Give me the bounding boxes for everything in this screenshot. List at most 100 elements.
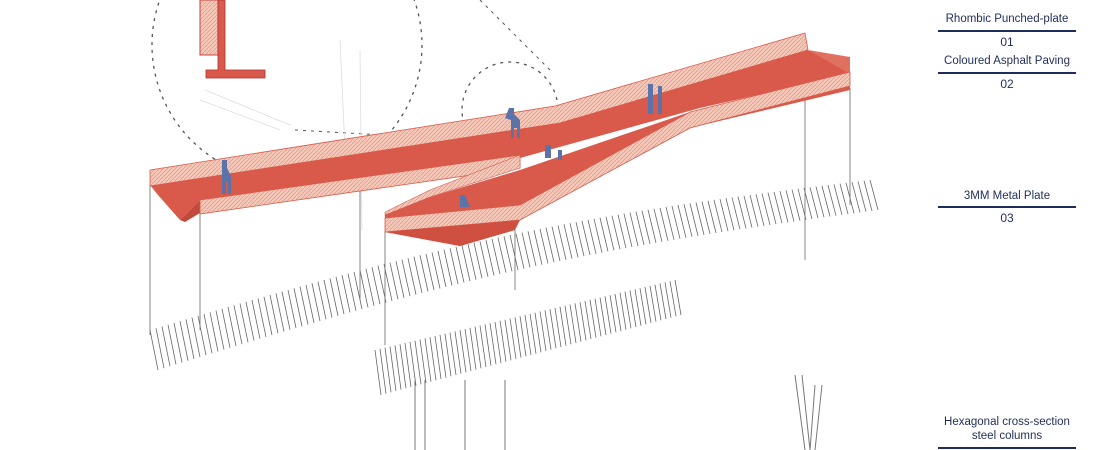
lattice-rib <box>263 296 273 336</box>
lattice-rib <box>437 250 447 288</box>
lattice-rib <box>599 217 609 252</box>
lattice-rib <box>479 241 489 277</box>
lattice-rib <box>311 283 321 322</box>
lattice-rib <box>713 199 723 233</box>
lattice-rib <box>749 194 759 227</box>
lattice-rib <box>275 293 285 332</box>
lattice-rib <box>444 333 452 377</box>
lattice-rib <box>605 216 615 251</box>
human-figures <box>222 84 662 207</box>
lattice-rib <box>399 344 407 389</box>
lattice-rib <box>401 259 411 297</box>
lattice-rib <box>167 324 177 365</box>
lattice-rib <box>634 289 642 326</box>
lattice-rib <box>839 183 849 215</box>
lattice-rib <box>539 311 547 352</box>
lattice-rib <box>389 346 397 392</box>
lattice-rib <box>609 295 617 333</box>
lattice-rib <box>557 225 567 260</box>
lattice-rib <box>395 261 405 298</box>
main-deck <box>149 32 850 222</box>
lattice-rib <box>647 209 657 243</box>
lattice-rib <box>785 190 795 222</box>
lattice-rib <box>809 187 819 219</box>
lattice-rib <box>479 325 487 368</box>
lattice-rib <box>554 307 562 348</box>
lattice-rib <box>533 230 543 265</box>
lattice-rib <box>404 342 412 388</box>
lattice-rib <box>545 227 555 263</box>
lattice-rib <box>551 226 561 262</box>
lattice-rib <box>509 234 519 271</box>
lattice-rib <box>529 313 537 354</box>
lattice-rib <box>593 218 603 253</box>
lattice-rib <box>455 246 465 283</box>
lattice-rib <box>317 281 327 320</box>
lattice-rib <box>323 279 333 318</box>
lattice-rib <box>674 279 682 316</box>
lattice-rib <box>419 339 427 384</box>
lattice-rib <box>203 314 213 354</box>
legend-label-rhombic-punched-plate: Rhombic Punched-plate <box>945 13 1069 25</box>
lattice-rib <box>611 215 621 250</box>
legend-number-03: 03 <box>1000 211 1014 225</box>
lattice-rib <box>574 303 582 342</box>
lattice-rib <box>299 286 309 325</box>
lattice-rib <box>454 331 462 374</box>
lattice-rib <box>443 249 453 286</box>
lattice-rib <box>559 306 567 346</box>
lattice-rib <box>773 191 783 224</box>
lattice-rib <box>564 305 572 345</box>
lattice-rib <box>359 270 369 308</box>
lattice-rib <box>569 304 577 344</box>
lattice-rib <box>524 314 532 356</box>
legend-rule <box>938 72 1076 74</box>
lattice-rib <box>464 328 472 372</box>
lattice-rib <box>604 296 612 334</box>
lattice-rib <box>335 276 345 315</box>
lattice-rib <box>644 286 652 324</box>
lattice-rib <box>329 278 339 316</box>
lattice-rib <box>689 203 699 236</box>
lattice-rib <box>197 315 207 356</box>
lattice-rib <box>425 253 435 291</box>
lattice-rib <box>857 181 867 212</box>
lattice-rib <box>851 182 861 213</box>
lattice-rib <box>649 285 657 322</box>
lattice-rib <box>439 334 447 378</box>
lattice-rib <box>677 205 687 238</box>
lattice-rib <box>341 275 351 313</box>
lattice-rib <box>683 204 693 237</box>
legend-rule <box>938 447 1076 449</box>
lattice-rib <box>695 202 705 235</box>
lattice-rib <box>719 198 729 232</box>
lattice-rib <box>434 335 442 380</box>
lattice-rib <box>619 292 627 330</box>
lattice-rib <box>269 294 279 334</box>
lattice-rib <box>484 324 492 366</box>
lattice-rib <box>629 212 639 247</box>
lattice-rib <box>251 300 261 339</box>
lattice-rib <box>305 284 315 323</box>
lattice-rib <box>473 242 483 279</box>
lattice-rib <box>469 327 477 370</box>
lattice-rib <box>245 301 255 341</box>
lattice-rib <box>659 207 669 241</box>
lattice-rib <box>161 326 171 367</box>
lattice-rib <box>629 290 637 328</box>
lattice-rib <box>534 312 542 353</box>
lattice-rib <box>869 179 879 211</box>
lattice-rib <box>664 282 672 318</box>
lattice-rib <box>467 243 477 280</box>
lattice-rib <box>779 190 789 223</box>
lattice-rib <box>549 309 557 349</box>
branch-deck <box>384 71 851 246</box>
lattice-rib <box>791 189 801 221</box>
lattice-rib <box>407 258 417 295</box>
lattice-rib <box>761 193 771 226</box>
lattice-rib <box>509 318 517 360</box>
lattice-rib <box>641 210 651 244</box>
lattice-rib <box>389 262 399 300</box>
lattice-rib <box>827 185 837 216</box>
legend-rule <box>938 206 1076 208</box>
